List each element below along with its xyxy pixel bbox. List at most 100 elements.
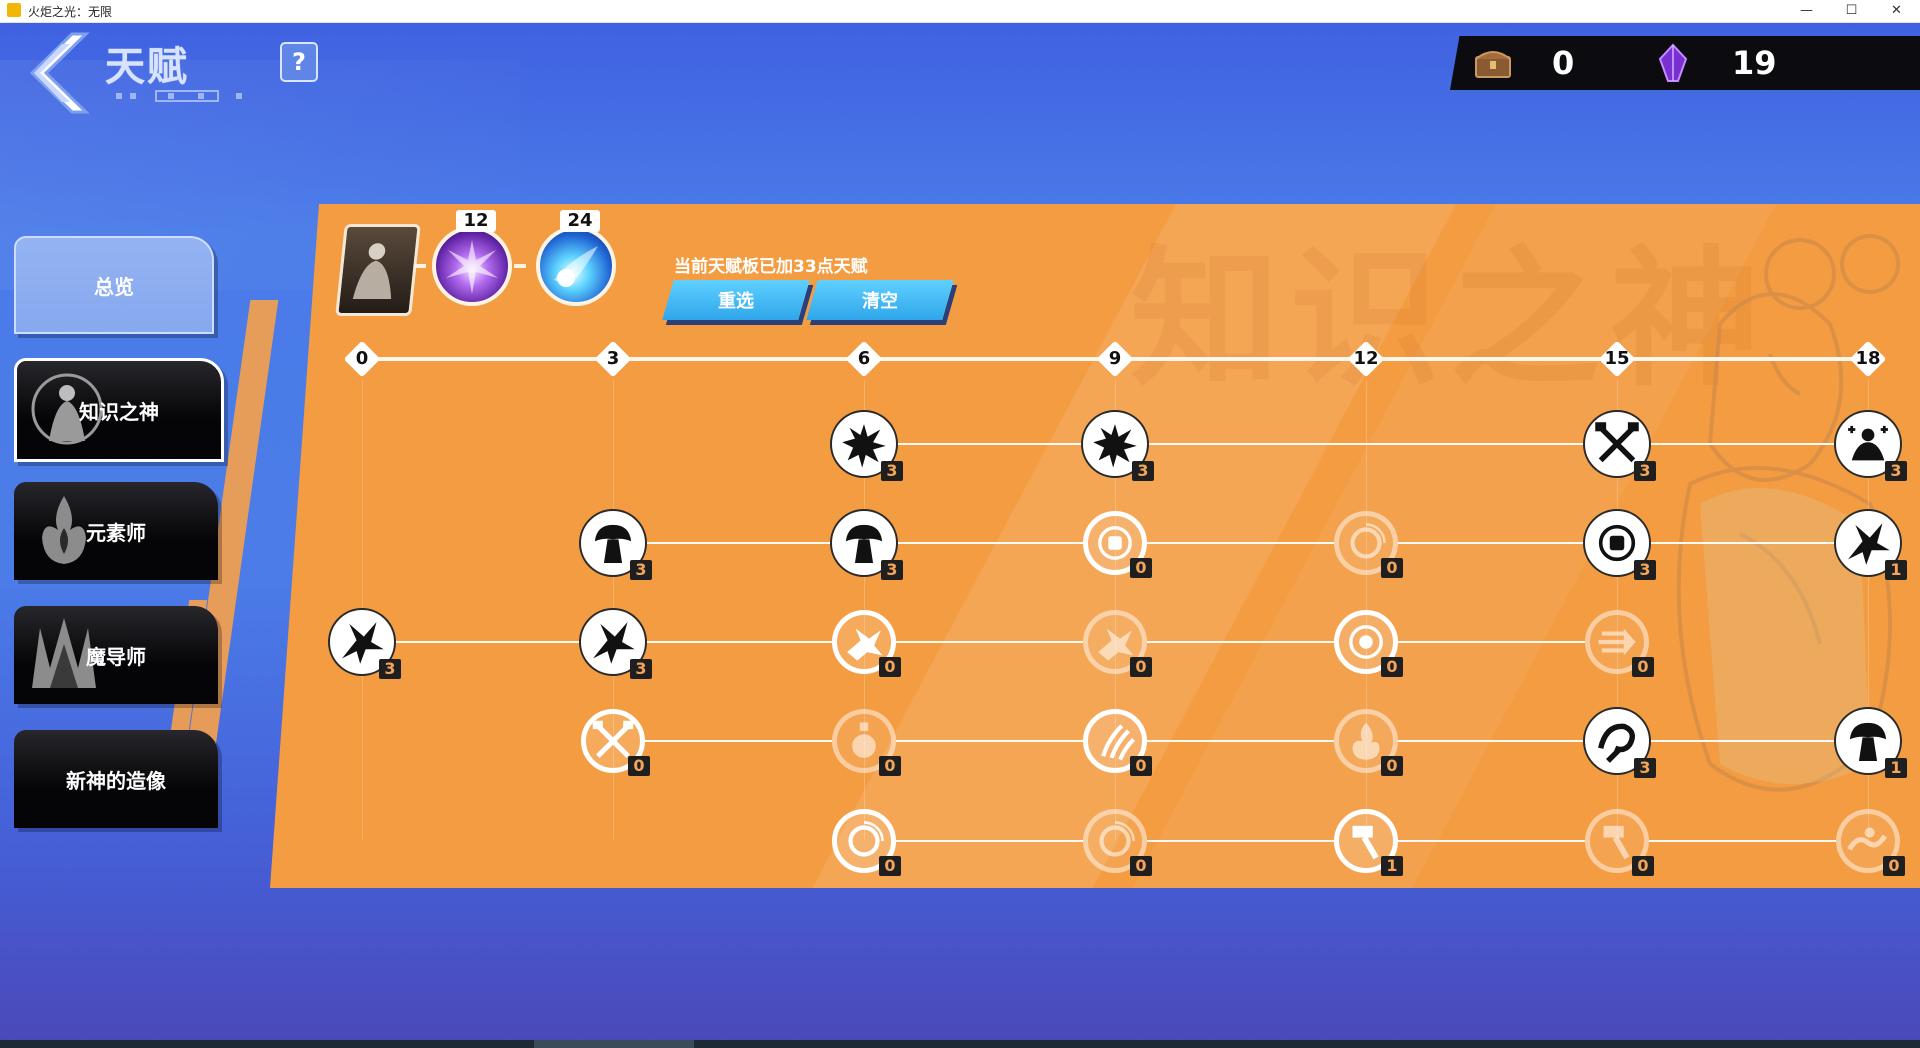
- talent-node[interactable]: 3: [1585, 412, 1656, 481]
- talent-node[interactable]: 3: [832, 511, 903, 580]
- talent-link: [1147, 840, 1334, 842]
- talent-node[interactable]: 0: [1083, 610, 1152, 677]
- talent-node[interactable]: 0: [1334, 709, 1403, 776]
- title-decoration: [116, 90, 242, 102]
- clear-button[interactable]: 清空: [806, 280, 954, 320]
- talent-node[interactable]: 0: [1083, 709, 1152, 776]
- talent-points-count: 3: [881, 461, 903, 481]
- sidebar-item-elementalist[interactable]: 元素师: [14, 482, 218, 580]
- talent-node[interactable]: 0: [1334, 610, 1403, 677]
- page-title: 天赋: [105, 44, 189, 90]
- app-icon: [7, 3, 21, 17]
- fist-shield-icon: [1098, 526, 1132, 560]
- milestone-marker: 12: [1347, 340, 1385, 378]
- talent-node[interactable]: 0: [1083, 511, 1152, 578]
- talent-link: [645, 542, 832, 544]
- window-titlebar: 火炬之光：无限 — ☐ ✕: [0, 0, 1920, 23]
- milestone-label: 0: [355, 348, 369, 369]
- talent-points-count: 0: [879, 657, 901, 677]
- meditation-plus-icon: [1848, 425, 1888, 461]
- talent-points-count: 0: [1632, 657, 1654, 677]
- talent-points-count: 0: [628, 756, 650, 776]
- talent-node[interactable]: 3: [1836, 412, 1907, 481]
- skill-slot[interactable]: [536, 226, 616, 306]
- shatter-icon: [342, 622, 384, 664]
- talent-points-count: 3: [630, 560, 652, 580]
- flame-swirl-icon: [1352, 722, 1380, 760]
- talent-node[interactable]: 3: [581, 610, 652, 679]
- talent-link: [1147, 443, 1585, 445]
- talent-node[interactable]: 0: [1334, 511, 1403, 578]
- talent-node[interactable]: 3: [581, 511, 652, 580]
- chevron-left-icon: [29, 32, 90, 114]
- talent-points-count: 0: [879, 856, 901, 876]
- talent-link: [896, 740, 1083, 742]
- sidebar-item-new-god-statue[interactable]: 新神的造像: [14, 730, 218, 828]
- talent-node[interactable]: 0: [1585, 610, 1654, 677]
- talent-node[interactable]: 0: [581, 709, 650, 776]
- talent-node[interactable]: 1: [1836, 511, 1907, 580]
- talent-link: [1147, 542, 1334, 544]
- talent-node[interactable]: 3: [1083, 412, 1154, 481]
- talent-link: [1398, 542, 1585, 544]
- currency-chest-value: 0: [1552, 44, 1575, 82]
- talent-points-count: 3: [1885, 461, 1907, 481]
- talent-link: [1649, 840, 1836, 842]
- currency-crystal-value: 19: [1732, 44, 1777, 82]
- talent-node[interactable]: 0: [832, 809, 901, 876]
- talent-node[interactable]: 0: [832, 709, 901, 776]
- talent-points-count: 0: [1381, 657, 1403, 677]
- skill-slot[interactable]: [432, 226, 512, 306]
- taskbar: [0, 1040, 1920, 1048]
- milestone-label: 6: [857, 348, 871, 369]
- back-button[interactable]: [22, 30, 92, 116]
- shatter-icon: [1848, 523, 1890, 565]
- talent-points-count: 3: [1634, 461, 1656, 481]
- talent-link: [896, 443, 1083, 445]
- milestone-column-line: [1868, 380, 1869, 840]
- shattered-star-icon: [842, 424, 886, 468]
- flame-emblem-icon: [42, 496, 86, 564]
- mushroom-cloud-icon: [845, 524, 883, 563]
- impact-splash-icon: [1098, 628, 1134, 661]
- talent-node[interactable]: 3: [832, 412, 903, 481]
- talent-node[interactable]: 1: [1836, 709, 1907, 778]
- sidebar-item-magister[interactable]: 魔导师: [14, 606, 218, 704]
- close-button[interactable]: ✕: [1891, 3, 1902, 18]
- talent-node[interactable]: 0: [1083, 809, 1152, 876]
- talent-node[interactable]: 3: [1585, 511, 1656, 580]
- talent-node[interactable]: 0: [1585, 809, 1654, 876]
- talent-points-count: 0: [879, 756, 901, 776]
- talent-link: [896, 542, 1083, 544]
- impact-splash-icon: [847, 628, 883, 661]
- talent-points-count: 3: [379, 659, 401, 679]
- talent-node[interactable]: 1: [1334, 809, 1403, 876]
- sidebar-item-god-of-knowledge[interactable]: 知识之神: [14, 358, 224, 462]
- skill-level-badge: 24: [560, 210, 600, 232]
- robed-figure-icon: [352, 243, 392, 299]
- help-button[interactable]: ?: [280, 42, 318, 82]
- milestone-label: 9: [1108, 348, 1122, 369]
- taskbar-active-app[interactable]: [534, 1040, 694, 1048]
- talent-points-count: 0: [1130, 558, 1152, 578]
- reset-button-label: 重选: [718, 291, 754, 312]
- hammer-strike-icon: [1603, 825, 1630, 860]
- talent-node[interactable]: 0: [1836, 809, 1905, 876]
- talent-node[interactable]: 0: [832, 610, 901, 677]
- shattered-star-icon: [1093, 424, 1137, 468]
- milestone-label: 12: [1353, 348, 1379, 369]
- talent-link: [1147, 641, 1334, 643]
- sidebar-item-overview[interactable]: 总览: [14, 236, 214, 334]
- milestone-marker: 15: [1598, 340, 1636, 378]
- reset-button[interactable]: 重选: [662, 280, 810, 320]
- currency-crystal: 19: [1650, 36, 1777, 90]
- talent-points-summary: 当前天赋板已加33点天赋: [674, 257, 868, 277]
- minimize-button[interactable]: —: [1800, 3, 1813, 18]
- sidebar-item-label: 知识之神: [79, 399, 159, 424]
- talent-points-count: 0: [1381, 558, 1403, 578]
- milestone-marker: 6: [845, 340, 883, 378]
- talent-node[interactable]: 3: [330, 610, 401, 679]
- talent-node[interactable]: 3: [1585, 709, 1656, 778]
- maximize-button[interactable]: ☐: [1845, 3, 1858, 18]
- talent-points-count: 3: [1634, 560, 1656, 580]
